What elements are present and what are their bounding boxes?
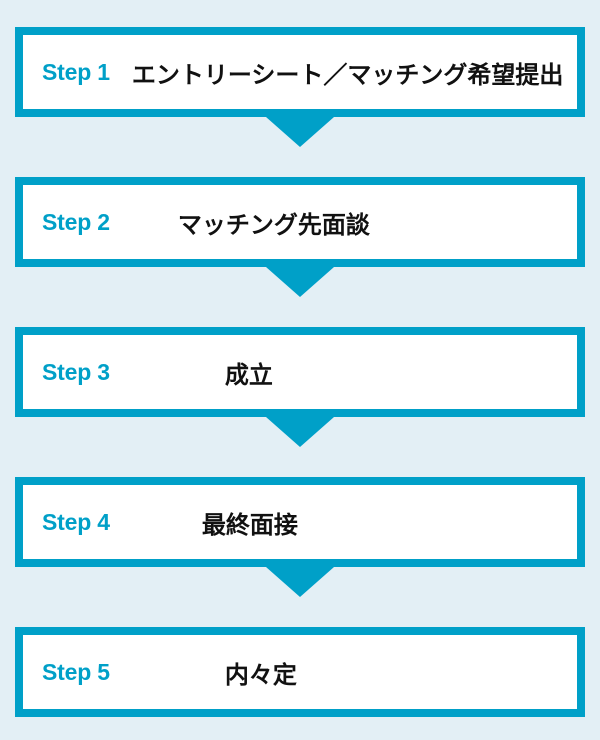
step-label-5: Step 5 <box>42 658 110 685</box>
step-text-1: エントリーシート／マッチング希望提出 <box>131 61 564 89</box>
step-label-3: Step 3 <box>42 358 110 385</box>
step-label-1: Step 1 <box>42 58 110 85</box>
step-label-4: Step 4 <box>42 508 110 535</box>
down-triangle-arrow-icon <box>266 417 334 447</box>
down-triangle-arrow-icon <box>266 267 334 297</box>
step-text-4: 最終面接 <box>201 511 298 539</box>
step-row: Step 1 エントリーシート／マッチング希望提出 <box>15 27 585 147</box>
step-row: Step 2 マッチング先面談 <box>15 177 585 297</box>
step-row: Step 5 内々定 <box>15 627 585 717</box>
step-row: Step 4 最終面接 <box>15 477 585 597</box>
step-text-2: マッチング先面談 <box>177 211 370 239</box>
down-triangle-arrow-icon <box>266 117 334 147</box>
down-triangle-arrow-icon <box>266 567 334 597</box>
step-box-2[interactable]: Step 2 マッチング先面談 <box>15 177 585 267</box>
step-box-5[interactable]: Step 5 内々定 <box>15 627 585 717</box>
step-row: Step 3 成立 <box>15 327 585 447</box>
step-text-3: 成立 <box>224 361 273 389</box>
step-text-5: 内々定 <box>224 661 297 689</box>
step-label-2: Step 2 <box>42 208 110 235</box>
step-box-1[interactable]: Step 1 エントリーシート／マッチング希望提出 <box>15 27 585 117</box>
step-box-3[interactable]: Step 3 成立 <box>15 327 585 417</box>
step-box-4[interactable]: Step 4 最終面接 <box>15 477 585 567</box>
